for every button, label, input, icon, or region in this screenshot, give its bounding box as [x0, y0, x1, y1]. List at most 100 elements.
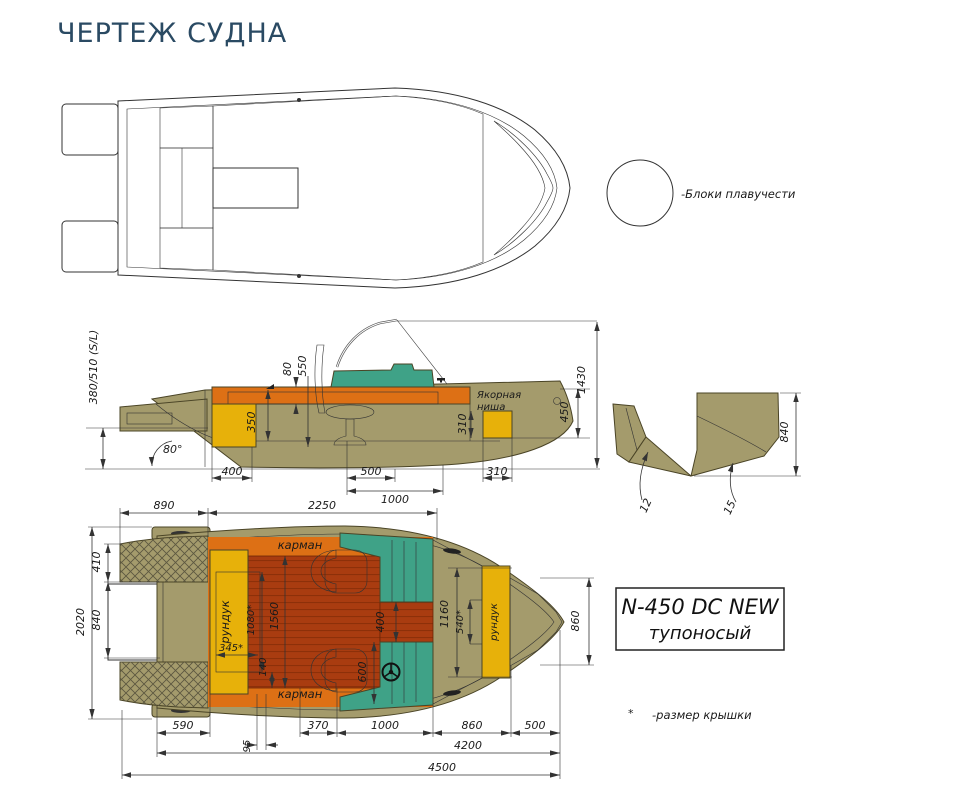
dim-310-v: 310	[456, 414, 469, 435]
dim-1000: 1000	[381, 493, 409, 506]
bow-eye	[553, 397, 561, 405]
cleat-dot-top	[297, 98, 301, 102]
stern-locker-plan	[209, 549, 249, 695]
bow-deck-hatch	[509, 577, 563, 667]
dim-angle-80: 80°	[163, 443, 183, 456]
seat2-backrest	[310, 648, 337, 692]
dim-1430: 1430	[575, 366, 588, 394]
console-port	[339, 532, 434, 603]
footnote: * -размер крышки	[628, 707, 752, 722]
anchor-niche-label-2: ниша	[477, 402, 505, 413]
model-subname: тупоносый	[649, 623, 752, 644]
seat1-backrest	[310, 549, 337, 593]
dim-4500: 4500	[428, 761, 456, 774]
dim-80: 80	[281, 362, 294, 376]
dim-860: 860	[462, 719, 483, 732]
cockpit-floor-pass	[379, 601, 434, 643]
dim-450: 450	[558, 402, 571, 423]
cleat-bow-top	[443, 548, 461, 554]
transom-chine	[628, 436, 692, 477]
transom-panel	[690, 392, 780, 477]
seat-pedestal	[333, 418, 367, 446]
dim-4200: 4200	[454, 739, 482, 752]
windshield-frame	[335, 318, 398, 368]
dim-500: 500	[361, 465, 382, 478]
side-pocket-band	[211, 386, 471, 405]
seat-backrest-side	[314, 344, 326, 414]
top-view	[61, 87, 571, 289]
hull-outline-outer	[117, 87, 571, 289]
model-box: N-450 DC NEW тупоносый	[615, 587, 785, 651]
model-box-frame	[615, 587, 785, 651]
dim-500-plan: 500	[525, 719, 546, 732]
dim-600: 600	[356, 662, 369, 683]
dim-890: 890	[154, 499, 175, 512]
dim-310-b: 310	[487, 465, 508, 478]
dim-345: 345*	[219, 643, 243, 654]
dim-550: 550	[296, 356, 309, 377]
stern-platform-starboard	[61, 220, 119, 273]
bow-locker-label: рундук	[489, 603, 500, 642]
foam-blocks-main	[212, 95, 484, 281]
dim-2250: 2250	[308, 499, 336, 512]
console-side	[330, 363, 435, 388]
dim-540: 540*	[455, 610, 466, 634]
windshield-rear-edge	[396, 319, 448, 385]
dim-15-deg: 15	[721, 498, 739, 516]
steering-wheel-icon	[381, 662, 401, 682]
dim-140: 140	[258, 657, 269, 676]
transom-view: 840 12 15	[612, 392, 801, 517]
dim-400-plan: 400	[374, 612, 387, 633]
stern-well	[159, 147, 214, 229]
foam-block-stern-top	[159, 105, 214, 149]
dim-860-bow: 860	[569, 611, 582, 632]
flag-mark	[266, 384, 274, 389]
motor-bracket-slot	[126, 412, 173, 425]
foam-block-bow	[493, 120, 554, 256]
dim-410: 410	[90, 552, 103, 573]
plan-view: карман карман рундук рундук 345* 1080* 1…	[74, 499, 594, 779]
stern-locker-label: рундук	[218, 600, 232, 644]
pocket-label-top: карман	[278, 538, 323, 552]
dim-840-plan: 840	[90, 610, 103, 631]
motor-well	[107, 583, 158, 661]
side-view: Якорная ниша 380/510 (S/L) 80° 80 550 35…	[85, 318, 600, 506]
bow-locker-plan	[481, 565, 511, 679]
dim-transom-height: 380/510 (S/L)	[87, 330, 100, 405]
anchor-niche-label-1: Якорная	[476, 390, 521, 401]
dim-95: 95	[242, 740, 253, 753]
page-title: ЧЕРТЕЖ СУДНА	[57, 18, 288, 49]
hull-outline-inner	[126, 95, 558, 281]
footnote-marker: *	[628, 707, 634, 720]
anchor-niche-box	[482, 410, 513, 439]
dim-2020: 2020	[74, 608, 87, 636]
stern-platform-port	[61, 103, 119, 156]
cleat-dot-bottom	[297, 274, 301, 278]
dim-1560: 1560	[268, 602, 281, 630]
legend: -Блоки плавучести	[606, 159, 796, 227]
dim-1080: 1080*	[246, 605, 257, 635]
seat2-cushion	[324, 648, 368, 693]
dim-12-deg: 12	[637, 496, 655, 514]
foam-block-stern-bottom	[159, 227, 214, 271]
stern-locker-side	[211, 403, 257, 448]
flotation-sample-circle	[606, 159, 674, 227]
model-name: N-450 DC NEW	[621, 595, 780, 619]
side-pocket-recess	[227, 391, 439, 405]
dim-370: 370	[308, 719, 329, 732]
dim-840-transom: 840	[778, 422, 791, 443]
cleat-side	[437, 378, 445, 381]
hull-plan-inner	[162, 533, 555, 711]
console-cutout	[212, 167, 299, 209]
dim-1160: 1160	[438, 600, 451, 628]
motor-bracket	[119, 398, 208, 432]
footnote-text: -размер крышки	[652, 708, 752, 722]
dim-400: 400	[222, 465, 243, 478]
cockpit-floor	[246, 555, 381, 689]
dim-590: 590	[173, 719, 194, 732]
cleat-bow-bottom	[443, 690, 461, 696]
legend-label: -Блоки плавучести	[681, 187, 796, 201]
seat1-cushion	[324, 549, 368, 594]
